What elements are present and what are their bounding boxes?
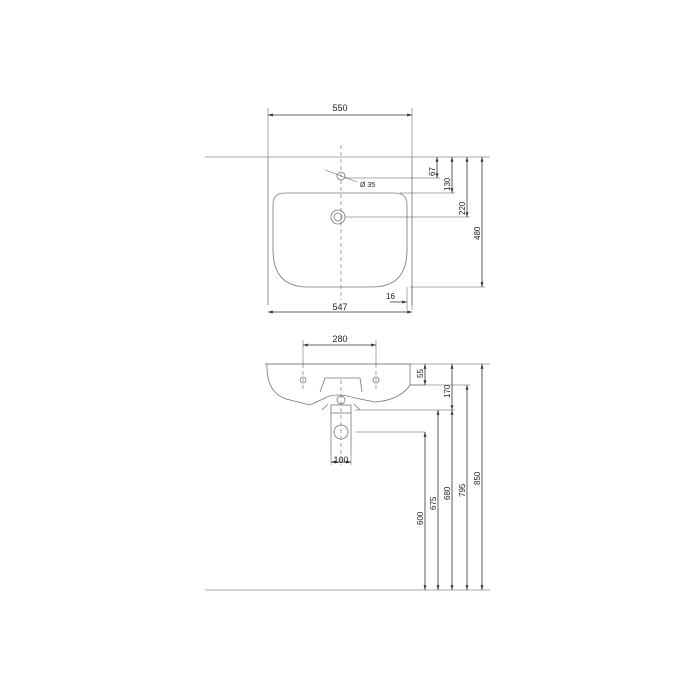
side-view: 280 100 55 170 600 675 680 (205, 334, 490, 591)
dim-600-label: 600 (416, 511, 425, 525)
tap-hole-leader (324, 169, 358, 183)
drain-inner (333, 212, 343, 222)
basin-bowl-top (272, 192, 408, 288)
tap-hole-diameter-label: Ø 35 (360, 182, 375, 189)
trap-outlet (333, 424, 349, 440)
dim-680-label: 680 (443, 486, 452, 500)
waste-fitting (330, 404, 352, 414)
dim-280-label: 280 (332, 334, 347, 344)
dim-100-label: 100 (333, 455, 348, 465)
top-view: Ø 35 550 547 67 130 220 480 16 (205, 103, 490, 314)
bolt-right (372, 376, 380, 384)
dim-550-label: 550 (332, 103, 347, 113)
dim-170-label: 170 (443, 384, 452, 398)
drain-outer (330, 209, 346, 225)
dim-850-label: 850 (473, 471, 482, 485)
bolt-left (299, 376, 307, 384)
dim-55-label: 55 (416, 369, 425, 378)
dim-220-label: 220 (458, 201, 467, 215)
dim-480-label: 480 (473, 226, 482, 240)
dim-67-label: 67 (428, 167, 437, 176)
dim-16-label: 16 (386, 292, 395, 301)
basin-inner-side (319, 377, 363, 393)
dim-795-label: 795 (458, 483, 467, 497)
dim-675-label: 675 (429, 496, 438, 510)
dim-547-label: 547 (332, 302, 347, 312)
waste-outlet (336, 395, 346, 405)
tap-hole (336, 171, 346, 181)
basin-outline-top (267, 157, 413, 305)
basin-profile-side (265, 363, 412, 406)
trap-nut (321, 403, 361, 411)
dim-130-label: 130 (443, 177, 452, 191)
